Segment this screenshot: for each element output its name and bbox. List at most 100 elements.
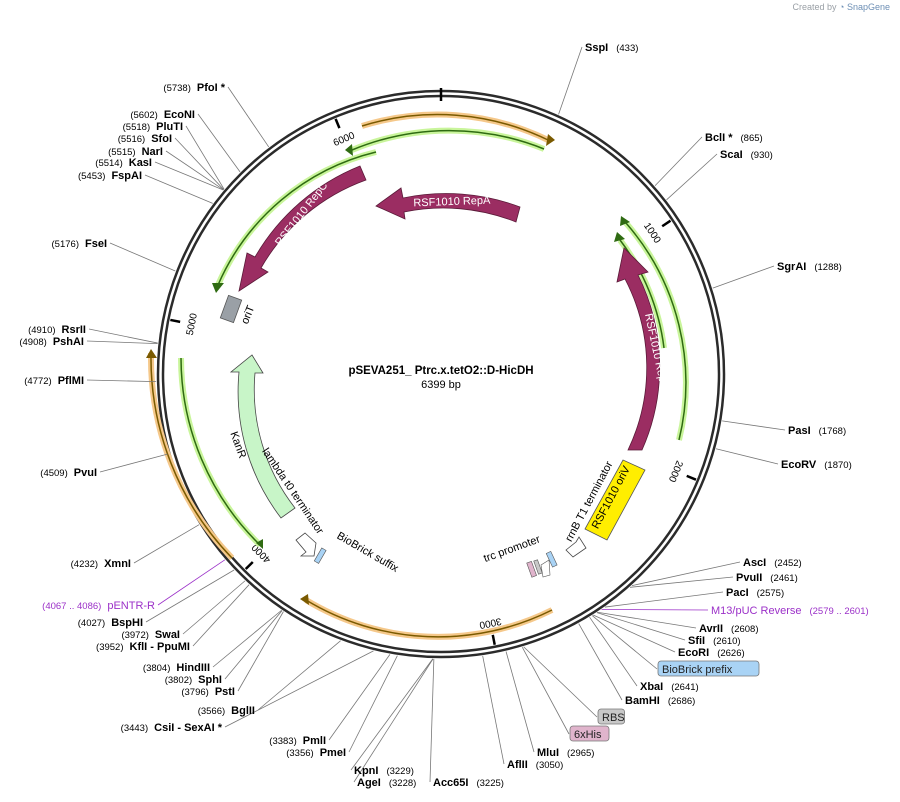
site-pfoi[interactable]: (5738)PfoI * [163, 82, 270, 148]
site-sgrai[interactable]: SgrAI(1288) [712, 261, 842, 289]
site-ecori[interactable]: EcoRI(2626) [592, 614, 745, 659]
site-label-text: (5515)NarI [108, 146, 163, 158]
site-pflmi[interactable]: (4772)PflMI [24, 375, 157, 387]
site-sfoi[interactable]: (5516)SfoI [118, 133, 225, 190]
site-sfii[interactable]: SfiI(2610) [596, 612, 741, 647]
site-coord: (3383) [269, 736, 296, 747]
site-hindiii[interactable]: (3804)HindIII [143, 609, 282, 674]
site-label-text: M13/pUC Reverse(2579 .. 2601) [711, 605, 869, 617]
site-xbai[interactable]: XbaI (2641) [589, 616, 699, 693]
site-aflii[interactable]: AflII(3050) [482, 655, 564, 771]
site-acc65i[interactable]: Acc65I(3225) [429, 658, 504, 789]
site-bglii[interactable]: (3566)BglII [198, 640, 341, 717]
site-label-text: (3356)PmeI [286, 747, 346, 759]
site-econi[interactable]: (5602)EcoNI [130, 109, 241, 173]
repA-arrow [375, 187, 521, 223]
site-tag-text: BioBrick prefix [662, 664, 733, 676]
site-bamhi[interactable]: BamHI(2686) [578, 623, 696, 707]
arrow-orange-left [146, 349, 157, 358]
site-agei[interactable]: AgeI(3228) [353, 658, 434, 789]
site-coord: (2641) [671, 682, 698, 693]
site-name: SgrAI [777, 261, 806, 273]
trc-promoter-mark [540, 559, 551, 578]
site-label-text: PvuII(2461) [736, 572, 798, 584]
site-ecorv[interactable]: EcoRV (1870) [715, 448, 852, 471]
site-label-text: SspI(433) [585, 42, 638, 54]
site-6xhis[interactable]: 6xHis [521, 646, 610, 742]
site-label-text: SfiI(2610) [688, 635, 741, 647]
site-coord: (4772) [24, 376, 51, 387]
site-kasi[interactable]: (5514)KasI [95, 157, 224, 191]
site-bcli[interactable]: BclI *(865) [654, 132, 763, 187]
site-leader-line [133, 524, 200, 564]
site-leader-line [165, 150, 224, 191]
site-paci[interactable]: PacI(2575) [604, 587, 784, 608]
site-sspi[interactable]: SspI(433) [558, 42, 639, 115]
site-label-text: XbaI (2641) [640, 681, 699, 693]
site-rsrii[interactable]: (4910)RsrII [28, 324, 158, 344]
site-biobrick-prefix[interactable]: BioBrick prefix [591, 615, 760, 677]
site-label-text: (5518)PluTI [123, 121, 183, 133]
site-swai[interactable]: (3972)SwaI [121, 580, 246, 641]
site-leader-line [505, 651, 535, 753]
site-pvuii[interactable]: PvuII(2461) [629, 572, 798, 588]
site-leader-line [353, 658, 434, 783]
site-pmli[interactable]: (3383)PmlI [269, 654, 391, 747]
site-sphi[interactable]: (3802)SphI [165, 610, 283, 686]
site-avrii[interactable]: AvrII(2608) [597, 611, 759, 635]
site-leader-line [523, 646, 598, 718]
site-label-text: (5453)FspAI [78, 170, 142, 182]
site-kpni[interactable]: KpnI(3229) [350, 658, 434, 777]
site-xmni[interactable]: (4232)XmnI [71, 524, 200, 570]
site-coord: (3952) [96, 642, 123, 653]
site-name: AvrII [699, 623, 723, 635]
site-pluti[interactable]: (5518)PluTI [123, 121, 225, 190]
site-coord: (1870) [824, 460, 851, 471]
site-pentr-r[interactable]: (4067 .. 4086)pENTR-R [42, 559, 226, 612]
site-nari[interactable]: (5515)NarI [108, 146, 224, 191]
site-leader-line [86, 340, 158, 345]
site-fsei[interactable]: (5176)FseI [52, 238, 176, 272]
repA-label: RSF1010 RepA [413, 195, 491, 210]
site-scai[interactable]: ScaI(930) [666, 149, 773, 201]
site-pvui[interactable]: (4509)PvuI [40, 453, 168, 479]
site-mlui[interactable]: MluI(2965) [505, 651, 594, 759]
arrow-orange-top [546, 134, 555, 146]
site-name: XbaI [640, 681, 663, 693]
site-fspai[interactable]: (5453)FspAI [78, 170, 213, 204]
site-csii-sexai[interactable]: (3443)CsiI - SexAI * [121, 650, 374, 734]
site-label-text: BamHI(2686) [625, 695, 695, 707]
site-m13-puc-reverse[interactable]: M13/pUC Reverse(2579 .. 2601) [601, 605, 869, 617]
site-coord: (5514) [95, 158, 122, 169]
site-pasi[interactable]: PasI(1768) [722, 420, 846, 437]
site-name: MluI [537, 747, 559, 759]
site-label-text: AgeI(3228) [357, 777, 416, 789]
site-name: CsiI - SexAI * [154, 722, 223, 734]
site-pshai[interactable]: (4908)PshAI [19, 336, 158, 348]
rrnB-terminator-arrow [565, 536, 587, 558]
site-tag-text: 6xHis [574, 729, 602, 741]
site-leader-line [154, 161, 224, 191]
site-leader-line [88, 328, 158, 344]
site-pmei[interactable]: (3356)PmeI [286, 655, 398, 759]
site-leader-line [601, 609, 709, 611]
tick-3000 [491, 634, 496, 645]
tick-6000 [334, 118, 341, 129]
site-name: PfoI * [197, 82, 226, 94]
site-psti[interactable]: (3796)PstI [181, 611, 284, 698]
site-tag-text: RBS [602, 712, 625, 724]
track-green-left-core [217, 151, 377, 286]
site-leader-line [109, 242, 176, 272]
lambda-terminator-arrow [295, 532, 317, 557]
tick-4000 [244, 561, 254, 570]
site-rbs[interactable]: RBS [523, 646, 626, 725]
site-name: EcoRI [678, 647, 709, 659]
site-name: EcoRV [781, 459, 817, 471]
site-coord: (5516) [118, 134, 145, 145]
site-asci[interactable]: AscI(2452) [631, 557, 802, 587]
site-kfli-ppumi[interactable]: (3952)KflI - PpuMI [96, 584, 250, 653]
site-leader-line [591, 615, 658, 670]
site-leader-line [224, 650, 374, 728]
site-bsphi[interactable]: (4027)BspHI [78, 569, 235, 629]
site-coord: (3225) [476, 778, 503, 789]
